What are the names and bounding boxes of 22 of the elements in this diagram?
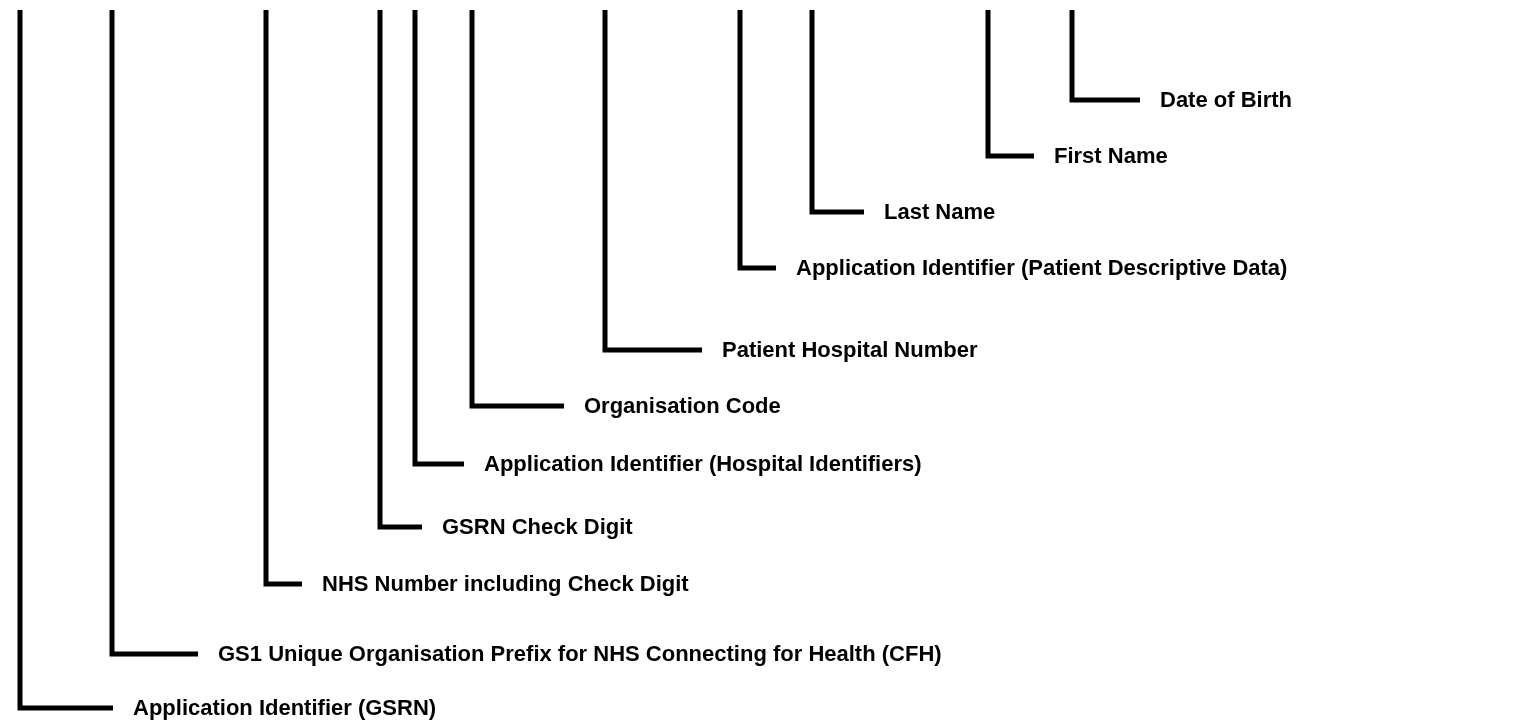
leader-line: [412, 10, 464, 467]
field-label: GS1 Unique Organisation Prefix for NHS Connecting for Health (CFH): [198, 641, 942, 667]
field-label: First Name: [1034, 143, 1168, 169]
field-label: Last Name: [864, 199, 996, 225]
field-label: Date of Birth: [1140, 87, 1292, 113]
leader-line: [377, 10, 422, 530]
leader-line: [263, 10, 302, 587]
field-label: Application Identifier (Hospital Identifiers): [464, 451, 922, 477]
leader-line: [109, 10, 198, 657]
leader-line: [17, 10, 113, 711]
field-label: NHS Number including Check Digit: [302, 571, 689, 597]
field-label: Patient Hospital Number: [702, 337, 978, 363]
field-label: Application Identifier (GSRN): [113, 695, 437, 720]
leader-line: [1069, 10, 1140, 103]
field-label: GSRN Check Digit: [422, 514, 633, 540]
leader-line: [737, 10, 776, 271]
leader-line: [469, 10, 564, 409]
leader-line: [809, 10, 864, 215]
field-label: Organisation Code: [564, 393, 781, 419]
leader-line: [985, 10, 1034, 159]
leader-line: [602, 10, 702, 353]
field-label: Application Identifier (Patient Descriptive Data): [776, 255, 1288, 281]
